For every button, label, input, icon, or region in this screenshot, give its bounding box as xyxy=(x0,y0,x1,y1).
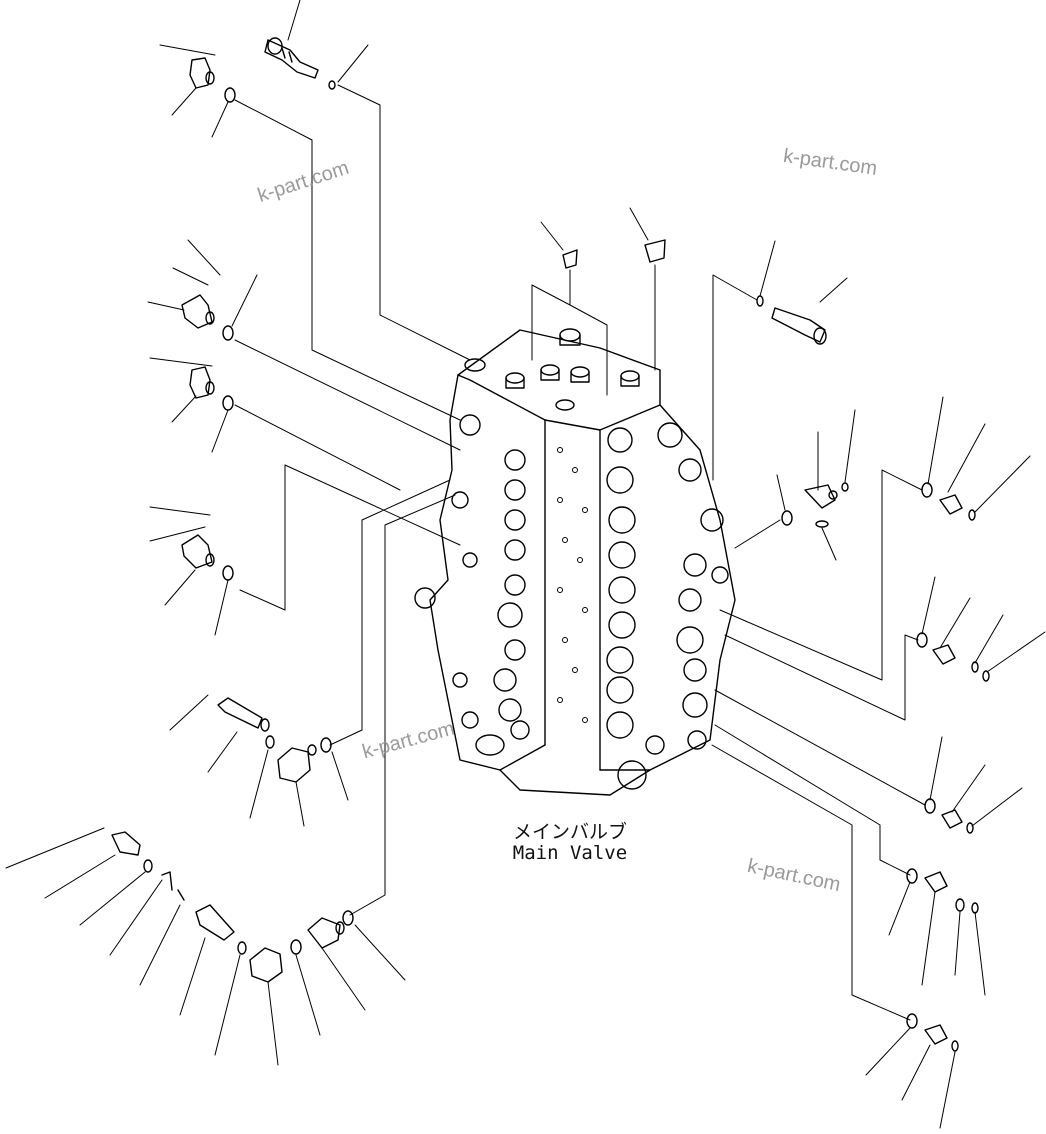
check-valve-2 xyxy=(307,917,345,949)
o-rings xyxy=(143,80,990,1052)
callout-lines xyxy=(5,0,1046,1129)
leader-lines xyxy=(234,84,926,1021)
center-bolt-pattern xyxy=(557,447,588,723)
elbow-fitting-4 xyxy=(181,534,215,569)
relief-valve-lower xyxy=(111,831,283,983)
top-bolts xyxy=(464,328,640,411)
sensor-top-left xyxy=(264,37,319,79)
main-valve-label-jp: メインバルブ xyxy=(512,821,627,843)
tee-fitting-right xyxy=(804,484,838,509)
main-valve-label-en: Main Valve xyxy=(512,842,628,864)
main-valve-body xyxy=(414,328,736,796)
elbow-block-1 xyxy=(277,744,317,783)
plug-caps-top xyxy=(562,239,666,269)
left-column-fittings xyxy=(414,414,530,756)
elbow-fitting-2 xyxy=(181,294,215,329)
sensor-right xyxy=(771,307,827,345)
right-column-fittings xyxy=(606,422,729,790)
check-valve-1 xyxy=(217,697,270,732)
elbow-fitting-3 xyxy=(189,366,215,399)
elbow-fitting-1 xyxy=(189,57,215,89)
right-plug-fittings xyxy=(924,494,963,1045)
